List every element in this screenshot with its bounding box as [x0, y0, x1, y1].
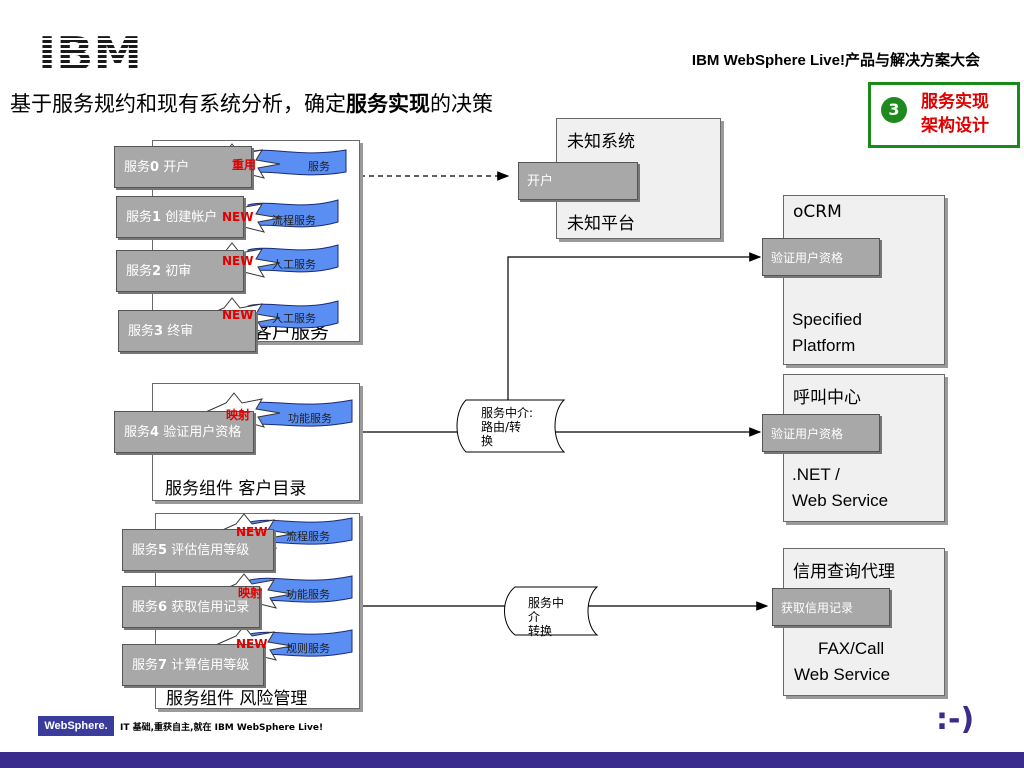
credit-platform-line1: FAX/Call: [818, 639, 885, 658]
mediator-2-label: 服务中 介 转换: [528, 596, 564, 638]
mediator-2-line2: 介: [528, 610, 541, 624]
tag-label-3: 人工服务: [272, 312, 316, 325]
burst-label-4: 映射: [226, 408, 251, 422]
tag-label-7: 规则服务: [286, 642, 330, 655]
mediator-1-line1: 服务中介:: [481, 406, 534, 420]
footer-slogan: IT 基础,重获自主,就在 IBM WebSphere Live!: [120, 723, 324, 733]
service-7-label-pre: 服务: [132, 658, 159, 673]
burst-label-6: 映射: [238, 586, 263, 600]
service-2-label-pre: 服务: [126, 264, 153, 279]
burst-label-5: NEW: [236, 525, 268, 539]
title-suffix: 的决策: [430, 92, 493, 116]
service-0-label-post: 开户: [159, 160, 190, 175]
ibm-logo: IBM: [38, 30, 142, 74]
tag-label-4: 功能服务: [288, 412, 332, 425]
burst-label-0: 重用: [232, 158, 257, 172]
service-3-label-post: 终审: [163, 324, 194, 339]
callcenter-platform-line2: Web Service: [792, 491, 889, 510]
service-0-label-num: 0: [150, 160, 160, 175]
unknown-platform-label: 未知平台: [567, 214, 635, 234]
step-label-line1: 服务实现: [921, 92, 989, 112]
burst-label-3: NEW: [222, 308, 254, 322]
unknown-open-account-box[interactable]: 开户: [518, 162, 638, 200]
service-3-label-num: 3: [154, 324, 164, 339]
credit-agent-title: 信用查询代理: [793, 562, 895, 582]
ibm-logo-text: IBM: [38, 30, 142, 74]
credit-platform-line2: Web Service: [794, 665, 891, 684]
service-1-label-post: 创建帐户: [161, 210, 218, 225]
ribbon-3: [247, 300, 339, 329]
page-title: 基于服务规约和现有系统分析，确定服务实现的决策: [10, 88, 493, 118]
ocrm-platform-line1: Specified: [792, 310, 862, 329]
tag-label-6: 功能服务: [286, 588, 330, 601]
service-7-label-num: 7: [158, 658, 168, 673]
service-2-label-post: 初审: [161, 264, 192, 279]
burst-label-2: NEW: [222, 254, 254, 268]
ocrm-platform-line2: Platform: [792, 336, 856, 355]
burst-label-1: NEW: [222, 210, 254, 224]
mediator-1-line3: 换: [481, 434, 494, 448]
service-4-label-pre: 服务: [124, 425, 151, 440]
service-0-label-pre: 服务: [124, 160, 151, 175]
websphere-badge: WebSphere.: [38, 716, 114, 736]
service-6-label-post: 获取信用记录: [167, 600, 250, 615]
tag-label-2: 人工服务: [272, 258, 316, 271]
service-5-assess-credit[interactable]: 服务5 评估信用等级: [122, 529, 274, 571]
service-5-label-post: 评估信用等级: [167, 543, 250, 558]
service-4-label-post: 验证用户资格: [159, 425, 242, 440]
title-bold: 服务实现: [346, 92, 430, 116]
unknown-system-title: 未知系统: [567, 132, 635, 152]
ribbon-1: [247, 199, 339, 228]
mediator-1-label: 服务中介: 路由/转 换: [481, 406, 533, 448]
service-5-label-num: 5: [158, 543, 168, 558]
step-label-line2: 架构设计: [921, 116, 989, 136]
group2-label: 服务组件 客户目录: [165, 479, 307, 499]
tag-label-5: 流程服务: [286, 530, 330, 543]
event-title: IBM WebSphere Live!产品与解决方案大会: [691, 52, 980, 69]
service-6-label-num: 6: [158, 600, 168, 615]
ocrm-verify-user-box[interactable]: 验证用户资格: [762, 238, 880, 276]
step-number: 3: [881, 97, 907, 123]
service-5-label-pre: 服务: [132, 543, 159, 558]
service-1-create-account[interactable]: 服务1 创建帐户: [116, 196, 244, 238]
ribbon-0: [247, 149, 347, 176]
group3-label: 服务组件 风险管理: [166, 689, 308, 709]
title-prefix: 基于服务规约和现有系统分析，确定: [10, 92, 346, 116]
service-7-compute-credit[interactable]: 服务7 计算信用等级: [122, 644, 264, 686]
mediator-2-line1: 服务中: [528, 596, 565, 610]
service-1-label-num: 1: [152, 210, 162, 225]
connector-mediator-ocrm: [507, 252, 762, 400]
mediator-1-shape: [456, 399, 566, 453]
callcenter-platform-line1: .NET /: [792, 465, 840, 484]
mediator-2-shape: [504, 586, 599, 636]
mediator-1-line2: 路由/转: [481, 420, 522, 434]
smiley-icon: :-): [936, 702, 975, 737]
callcenter-title: 呼叫中心: [793, 388, 861, 408]
service-4-verify-user[interactable]: 服务4 验证用户资格: [114, 411, 254, 453]
credit-get-record-box[interactable]: 获取信用记录: [772, 588, 890, 626]
service-3-label-pre: 服务: [128, 324, 155, 339]
service-6-get-credit-record[interactable]: 服务6 获取信用记录: [122, 586, 260, 628]
service-0-open-account[interactable]: 服务0 开户: [114, 146, 252, 188]
burst-label-7: NEW: [236, 637, 268, 651]
service-2-label-num: 2: [152, 264, 162, 279]
service-3-final-review[interactable]: 服务3 终审: [118, 310, 256, 352]
ocrm-title: oCRM: [793, 202, 842, 222]
callcenter-verify-user-box[interactable]: 验证用户资格: [762, 414, 880, 452]
mediator-2-line3: 转换: [528, 624, 553, 638]
footer-bar: [0, 752, 1024, 768]
service-4-label-num: 4: [150, 425, 160, 440]
service-2-initial-review[interactable]: 服务2 初审: [116, 250, 244, 292]
tag-label-1: 流程服务: [272, 214, 316, 227]
service-7-label-post: 计算信用等级: [167, 658, 250, 673]
ribbon-2: [247, 244, 339, 273]
step-badge: 3 服务实现 架构设计: [868, 82, 1020, 148]
ocrm-panel: oCRM Specified Platform: [783, 195, 945, 365]
ribbon-4: [247, 399, 353, 427]
service-1-label-pre: 服务: [126, 210, 153, 225]
service-6-label-pre: 服务: [132, 600, 159, 615]
step-label: 服务实现 架构设计: [921, 90, 989, 138]
tag-label-0: 服务: [308, 160, 330, 173]
